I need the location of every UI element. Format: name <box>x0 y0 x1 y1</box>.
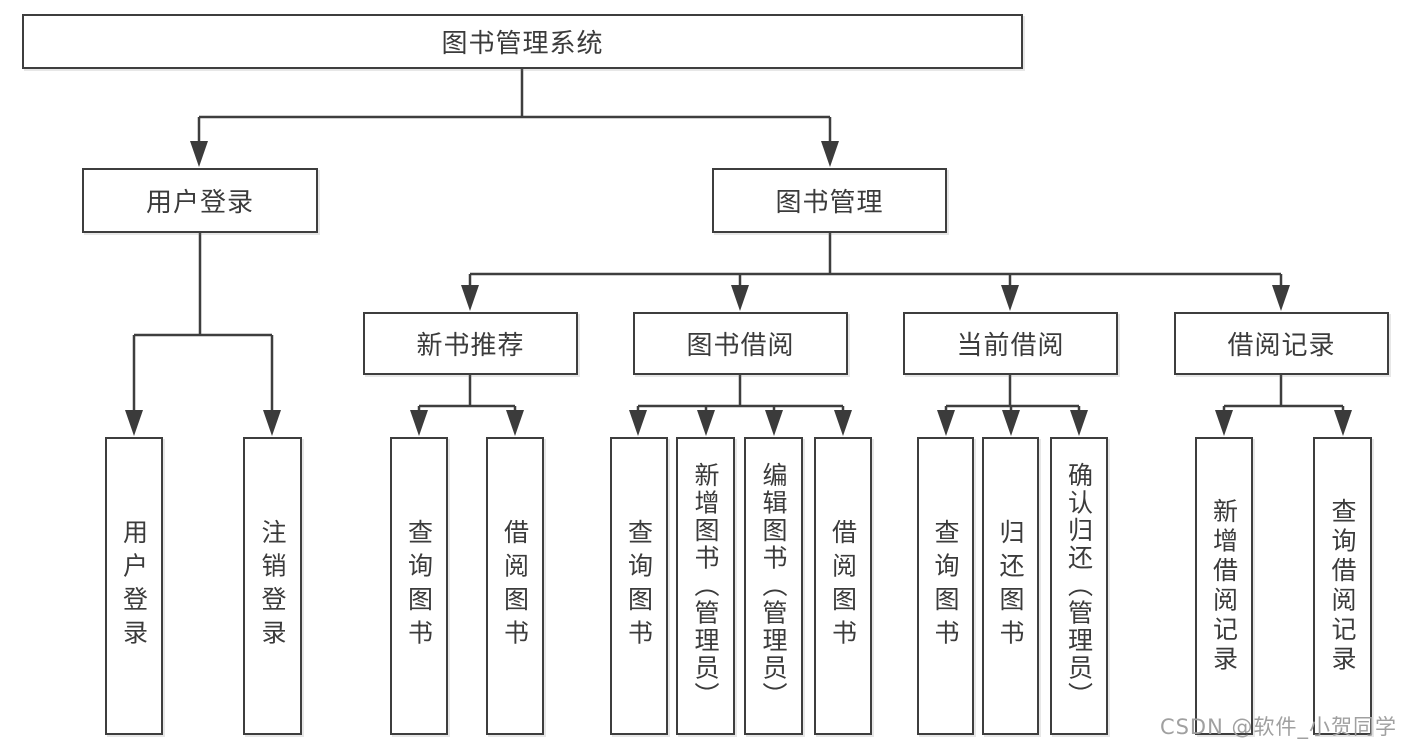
node-label: 借阅记录 <box>1227 331 1336 361</box>
arrowhead-icon <box>821 141 839 167</box>
leaf-current-query-books: 查询图书 <box>917 437 974 735</box>
node-label: 查询图书 <box>624 519 654 653</box>
arrowhead-icon <box>263 410 281 436</box>
arrowhead-icon <box>125 410 143 436</box>
leaf-records-query-borrow-record: 查询借阅记录 <box>1313 437 1372 735</box>
node-label: 新书推荐 <box>416 331 525 361</box>
arrowhead-icon <box>1272 285 1290 311</box>
leaf-current-return-books: 归还图书 <box>982 437 1039 735</box>
node-label: 查询图书 <box>931 519 960 653</box>
arrowhead-icon <box>629 410 647 436</box>
arrowheads <box>125 141 1352 436</box>
leaf-borrowing-edit-books-admin: 编辑图书（管理员） <box>744 437 803 735</box>
node-library-management-system: 图书管理系统 <box>22 14 1023 69</box>
node-label: 图书管理系统 <box>441 29 604 59</box>
arrowhead-icon <box>1215 410 1233 436</box>
node-label: 新增图书（管理员） <box>691 462 720 710</box>
node-label: 注销登录 <box>258 519 287 653</box>
arrowhead-icon <box>1334 410 1352 436</box>
node-label: 当前借阅 <box>956 331 1065 361</box>
node-label: 查询图书 <box>404 519 434 653</box>
leaf-newbooks-query-books: 查询图书 <box>390 437 448 735</box>
tree-edges <box>132 69 1345 415</box>
node-label: 借阅图书 <box>828 519 858 653</box>
node-label: 借阅图书 <box>500 519 530 653</box>
node-book-borrowing: 图书借阅 <box>633 312 848 375</box>
leaf-borrowing-add-books-admin: 新增图书（管理员） <box>676 437 735 735</box>
arrowhead-icon <box>1002 410 1020 436</box>
node-current-borrowing: 当前借阅 <box>903 312 1118 375</box>
arrowhead-icon <box>506 410 524 436</box>
leaf-user-login: 用户登录 <box>105 437 163 735</box>
leaf-current-confirm-return-admin: 确认归还（管理员） <box>1050 437 1108 735</box>
leaf-logout: 注销登录 <box>243 437 302 735</box>
leaf-borrowing-borrow-books: 借阅图书 <box>814 437 872 735</box>
arrowhead-icon <box>834 410 852 436</box>
node-label: 用户登录 <box>119 519 149 653</box>
arrowhead-icon <box>1001 285 1019 311</box>
node-label: 图书管理 <box>775 188 884 218</box>
arrowhead-icon <box>937 410 955 436</box>
node-label: 用户登录 <box>145 188 254 218</box>
node-label: 查询借阅记录 <box>1328 497 1357 675</box>
arrowhead-icon <box>410 410 428 436</box>
arrowhead-icon <box>190 141 208 167</box>
arrowhead-icon <box>731 285 749 311</box>
node-new-book-recommend: 新书推荐 <box>363 312 578 375</box>
node-label: 归还图书 <box>996 519 1025 653</box>
node-label: 编辑图书（管理员） <box>759 462 788 710</box>
node-user-login: 用户登录 <box>82 168 318 233</box>
arrowhead-icon <box>461 285 479 311</box>
leaf-records-add-borrow-record: 新增借阅记录 <box>1195 437 1253 735</box>
node-borrow-records: 借阅记录 <box>1174 312 1389 375</box>
node-book-management: 图书管理 <box>712 168 947 233</box>
leaf-borrowing-query-books: 查询图书 <box>610 437 668 735</box>
node-label: 图书借阅 <box>686 331 795 361</box>
node-label: 新增借阅记录 <box>1209 497 1239 675</box>
leaf-newbooks-borrow-books: 借阅图书 <box>486 437 544 735</box>
csdn-watermark: CSDN @软件_小贺同学 <box>1159 715 1397 739</box>
node-label: 确认归还（管理员） <box>1064 462 1094 710</box>
arrowhead-icon <box>765 410 783 436</box>
arrowhead-icon <box>697 410 715 436</box>
arrowhead-icon <box>1070 410 1088 436</box>
